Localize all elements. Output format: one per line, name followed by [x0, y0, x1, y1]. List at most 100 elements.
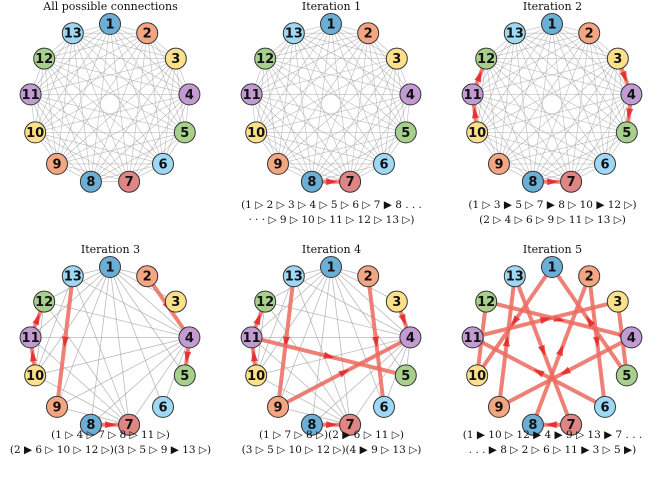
- gray-edge: [498, 33, 590, 165]
- edge-arrow: [474, 70, 482, 83]
- node-label: 5: [180, 126, 189, 141]
- gray-edge: [251, 32, 369, 95]
- gray-edge: [277, 132, 406, 165]
- gray-edge: [35, 132, 130, 182]
- node-circle: [240, 326, 263, 349]
- node-label: 7: [567, 418, 576, 433]
- node-8: 8: [79, 413, 102, 436]
- gray-edge: [264, 58, 279, 164]
- gray-edge: [498, 33, 516, 164]
- edge-arrow: [105, 421, 116, 429]
- node-label: 2: [143, 270, 152, 285]
- node-circle: [461, 83, 484, 106]
- node-circle: [33, 47, 56, 70]
- gray-edge: [477, 132, 606, 165]
- gray-edge: [532, 132, 627, 182]
- gray-edge: [109, 266, 130, 425]
- edge-arrow: [586, 316, 596, 328]
- gray-edge: [43, 58, 58, 164]
- gray-edge: [532, 94, 632, 182]
- gray-edge: [72, 32, 185, 133]
- node-label: 6: [600, 157, 609, 172]
- node-label: 9: [52, 157, 61, 172]
- gray-edge: [109, 23, 186, 133]
- gray-edge: [514, 33, 606, 165]
- gray-edge: [30, 94, 164, 165]
- gray-edge: [146, 33, 186, 133]
- gray-edge: [570, 33, 590, 182]
- node-8: 8: [521, 413, 544, 436]
- caption-line: (1 ▷ 7 ▷ 8 ▷)(2 ▶ 6 ▷ 11 ▷): [259, 429, 404, 441]
- gray-edge: [128, 58, 177, 182]
- edge-arrow: [338, 369, 350, 378]
- node-circle: [394, 364, 417, 387]
- gray-edge: [265, 58, 411, 95]
- gray-edge: [330, 23, 385, 165]
- node-label: 3: [392, 52, 401, 67]
- edge-arrow: [537, 344, 546, 356]
- node-label: 13: [506, 27, 524, 42]
- node-2: 2: [136, 22, 159, 45]
- node-label: 5: [401, 126, 410, 141]
- node-circle: [578, 22, 601, 45]
- node-12: 12: [254, 47, 277, 70]
- gray-edge: [330, 23, 411, 95]
- node-circle: [118, 170, 141, 193]
- gray-edge: [72, 32, 176, 59]
- node-circle: [245, 364, 268, 387]
- node-5: 5: [173, 121, 196, 144]
- node-label: 5: [622, 126, 631, 141]
- gray-edge: [472, 32, 590, 95]
- node-circle: [152, 152, 174, 175]
- gray-edge: [551, 23, 606, 165]
- node-circle: [282, 265, 305, 288]
- node-circle: [19, 83, 42, 106]
- node-circle: [385, 290, 408, 313]
- gray-edge: [72, 32, 190, 95]
- gray-edge: [349, 33, 369, 182]
- node-12: 12: [33, 290, 56, 313]
- node-circle: [578, 265, 601, 288]
- node-circle: [254, 47, 277, 70]
- gray-edge: [514, 32, 618, 59]
- node-circle: [488, 395, 510, 418]
- node-label: 13: [64, 270, 82, 285]
- gray-edge: [472, 94, 627, 133]
- gray-edge: [44, 58, 185, 133]
- gray-edge: [162, 58, 177, 164]
- node-12: 12: [33, 47, 56, 70]
- node-3: 3: [385, 47, 408, 70]
- node-circle: [466, 364, 489, 387]
- gray-edge: [532, 33, 590, 182]
- gray-edges: [472, 23, 632, 182]
- gray-edge: [277, 94, 411, 165]
- gray-edge: [90, 58, 177, 182]
- gray-edge: [265, 58, 406, 133]
- node-circle: [615, 121, 638, 144]
- gray-edge: [251, 23, 332, 95]
- node-13: 13: [503, 22, 526, 45]
- gray-edge: [265, 58, 385, 165]
- gray-edge: [251, 94, 385, 165]
- node-11: 11: [461, 83, 484, 106]
- node-circle: [541, 13, 563, 35]
- node-label: 12: [35, 295, 53, 310]
- gray-edge: [34, 23, 111, 133]
- node-circle: [282, 22, 305, 45]
- node-9: 9: [267, 395, 289, 418]
- gray-edge: [330, 266, 351, 425]
- cycle-caption: (1 ▶ 10 ▷ 12 ▶ 4 ▶ 9 ▷ 13 ▶ 7 . . . . . …: [442, 428, 663, 458]
- node-4: 4: [399, 83, 422, 106]
- node-label: 11: [464, 88, 482, 103]
- node-7: 7: [560, 170, 583, 193]
- caption-line: · · · ▷ 9 ▷ 10 ▷ 11 ▷ 12 ▷ 13 ▷): [248, 214, 415, 226]
- gray-edges: [30, 266, 190, 426]
- edge-arrow: [539, 317, 551, 325]
- gray-edge: [44, 32, 148, 59]
- edge-arrow: [61, 336, 69, 348]
- node-circle: [560, 413, 583, 436]
- node-label: 10: [468, 126, 486, 141]
